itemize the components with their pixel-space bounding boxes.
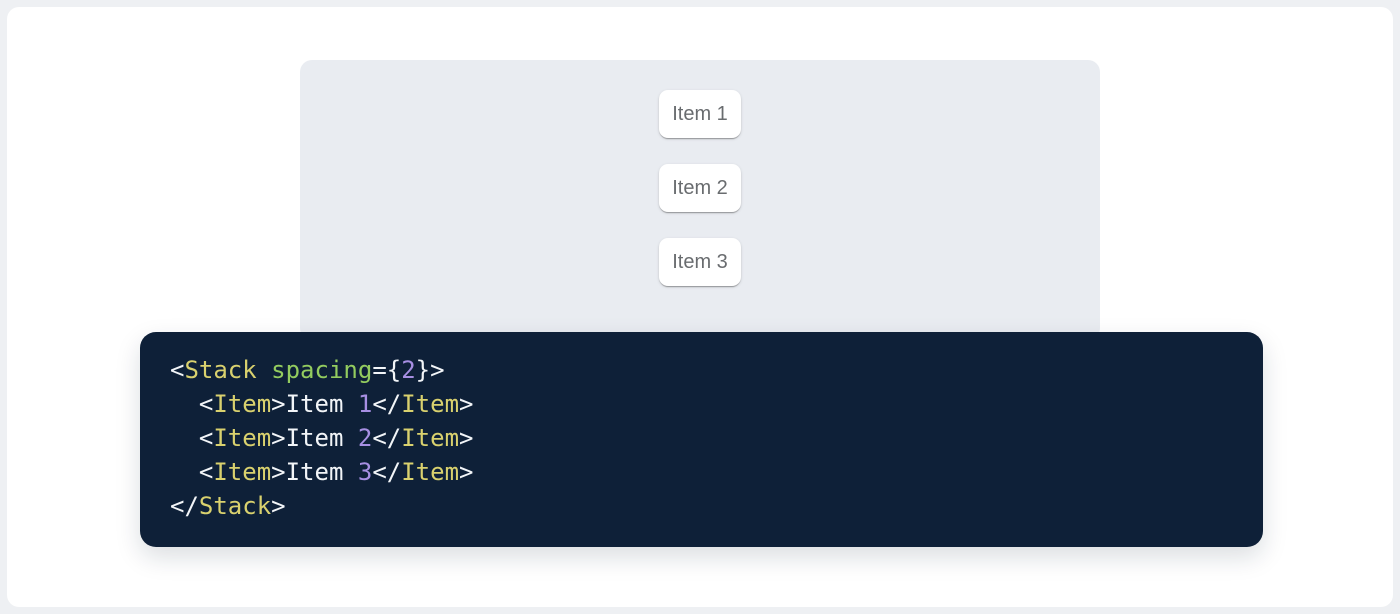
item-card: Item 1 bbox=[659, 90, 741, 138]
code-line: </Stack> bbox=[170, 492, 286, 520]
code-line: <Stack spacing={2}> bbox=[170, 356, 445, 384]
demo-panel: Item 1 Item 2 Item 3 bbox=[300, 60, 1100, 340]
code-content: <Stack spacing={2}> <Item>Item 1</Item> … bbox=[170, 353, 1233, 523]
stack-demo: Item 1 Item 2 Item 3 bbox=[300, 60, 1100, 286]
code-line: <Item>Item 2</Item> bbox=[170, 424, 474, 452]
item-card: Item 2 bbox=[659, 164, 741, 212]
code-line: <Item>Item 3</Item> bbox=[170, 458, 474, 486]
code-block[interactable]: <Stack spacing={2}> <Item>Item 1</Item> … bbox=[140, 332, 1263, 547]
item-card: Item 3 bbox=[659, 238, 741, 286]
code-line: <Item>Item 1</Item> bbox=[170, 390, 474, 418]
